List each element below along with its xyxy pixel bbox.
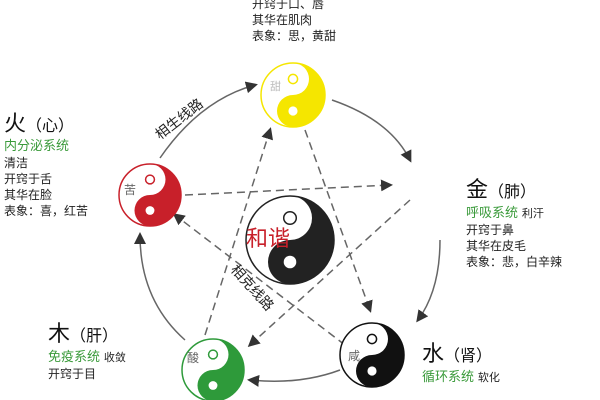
wood-taste: 酸 [187,350,199,365]
fire-yin-yang-icon [118,163,182,227]
controlling-line-wood-earth [204,127,273,336]
metal-line: 表象：悲，白辛辣 [466,255,563,269]
earth-line: 其华在肌肉 [252,13,313,27]
controlling-line-fire-metal [184,179,393,196]
wood-info: 木（肝） 免疫系统 收敛 开窍于目 [48,322,126,382]
water-taste: 咸 [348,349,360,363]
controlling-line-metal-wood [247,199,411,348]
water-info: 水（肾） 循环系统 软化 [422,342,500,386]
generating-arc-metal-water [416,239,441,323]
earth-info: 开窍于口、唇 其华在肌肉 表象：思，黄甜 [252,0,336,44]
fire-organ: （心） [26,116,75,135]
metal-info: 金（肺） 呼吸系统 利汗 开窍于鼻 其华在皮毛 表象：悲，白辛辣 [466,178,562,270]
generating-arc-wood-fire [134,232,186,341]
earth-line: 开窍于口、唇 [252,0,325,11]
wood-yin-yang-icon [181,338,245,400]
metal-line: 开窍于鼻 [466,223,515,237]
earth-yin-yang-icon [260,62,326,128]
fire-system: 内分泌系统 [4,139,70,154]
generating-arc-water-wood [247,369,341,387]
fire-title: 火 [4,112,27,137]
generating-line-label: 相生线路 [153,96,207,143]
fire-line: 其华在脸 [4,188,53,202]
water-title: 水 [422,342,445,367]
wood-system: 免疫系统 [48,350,101,365]
center-label: 和谐 [246,227,290,252]
earth-line: 表象：思，黄甜 [252,29,337,43]
metal-line: 其华在皮毛 [466,239,527,253]
metal-system: 呼吸系统 [466,206,519,221]
earth-taste: 甜 [270,80,281,93]
controlling-line-earth-water [304,129,373,313]
generating-arc-earth-metal [331,99,412,163]
generating-arc-fire-earth [159,81,258,159]
water-extra: 软化 [477,371,500,384]
controlling-line-water-fire [172,213,346,346]
fire-taste: 苦 [124,183,136,197]
fire-line: 清洁 [4,156,29,170]
metal-extra: 利汗 [521,207,544,220]
fire-line: 开窍于舌 [4,172,53,186]
water-yin-yang-icon [339,322,405,388]
metal-title: 金 [466,178,489,203]
metal-organ: （肺） [488,182,537,201]
wood-extra: 收敛 [103,351,126,364]
fire-info: 火（心） 内分泌系统 清洁 开窍于舌 其华在脸 表象：喜，红苦 [4,112,88,219]
center-yin-yang-icon [245,195,335,285]
fire-line: 表象：喜，红苦 [4,204,89,218]
wood-line: 开窍于目 [48,367,97,381]
wood-title: 木 [48,322,71,347]
water-system: 循环系统 [422,370,475,385]
wood-organ: （肝） [70,326,119,345]
water-organ: （肾） [444,346,493,365]
